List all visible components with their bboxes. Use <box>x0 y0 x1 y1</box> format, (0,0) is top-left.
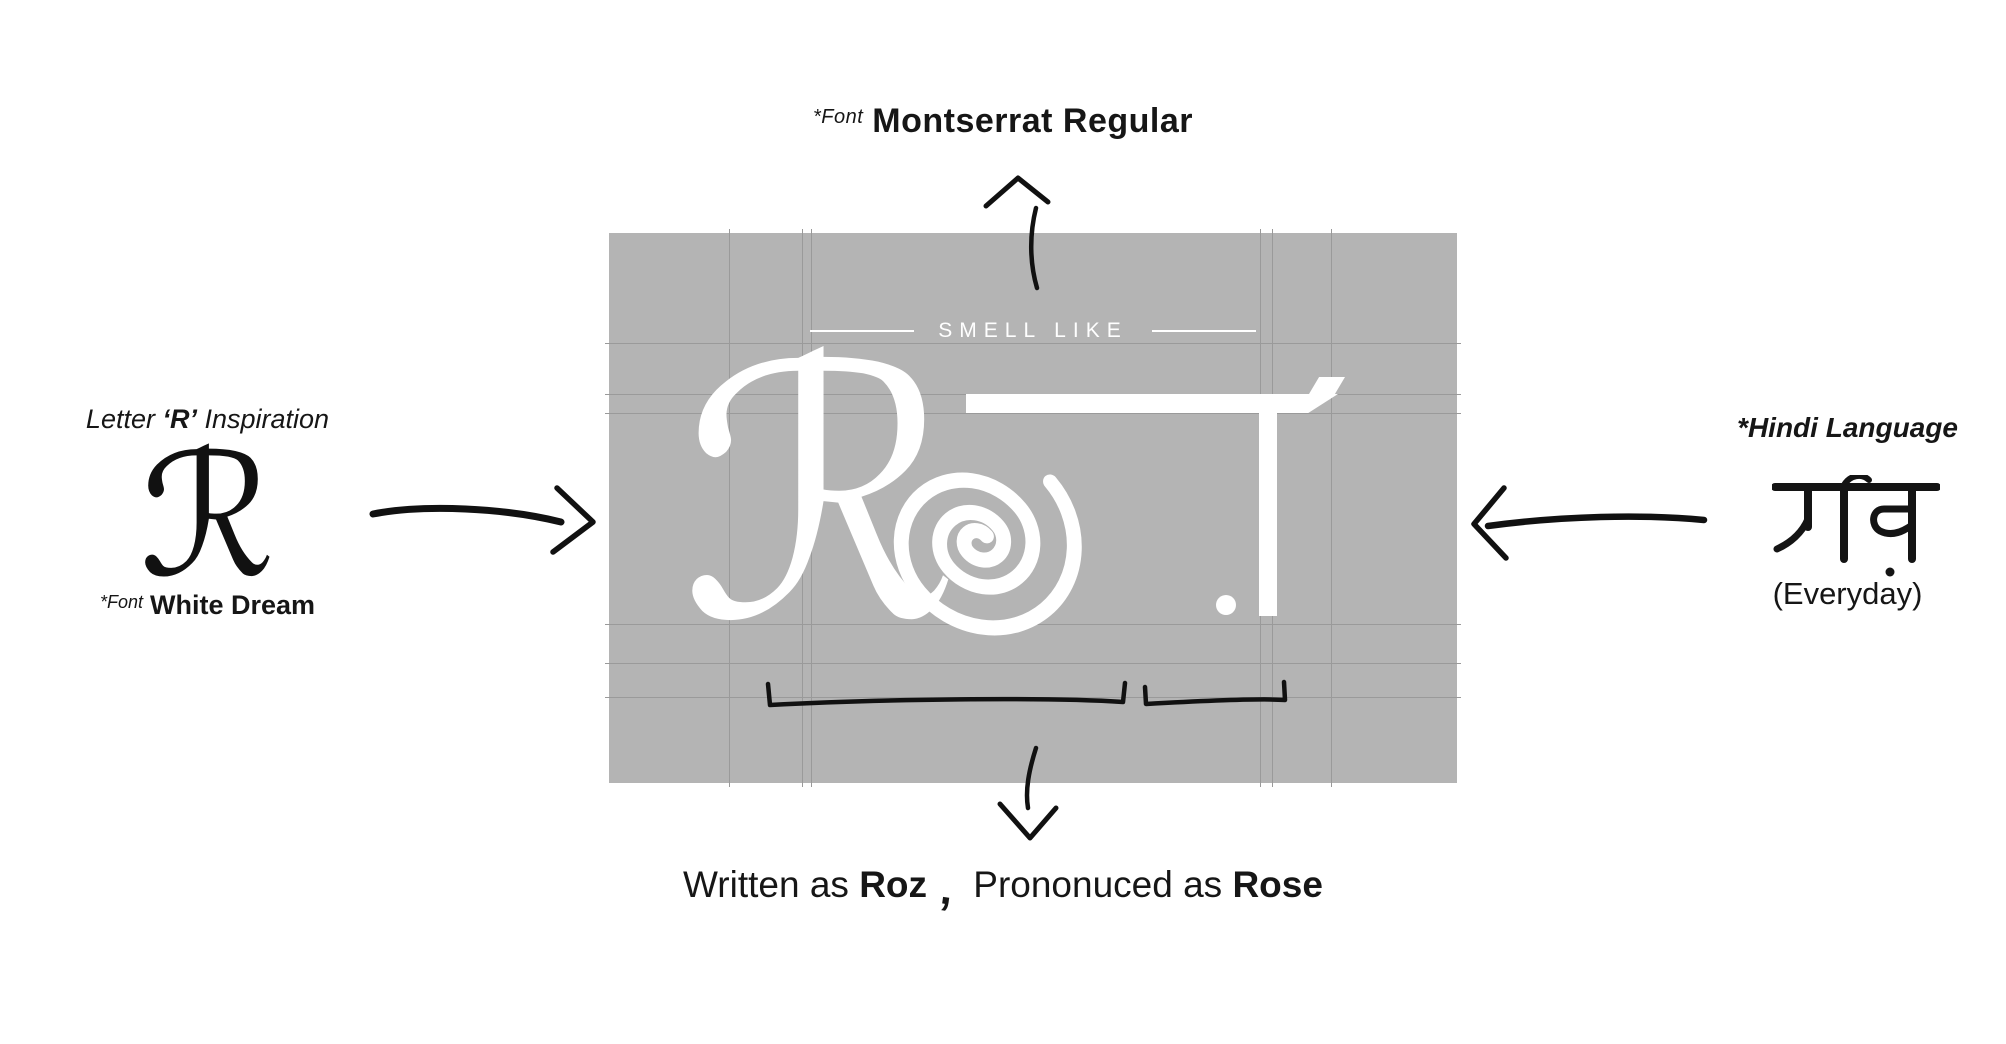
grid-line-horizontal <box>605 413 1461 414</box>
hindi-meaning: (Everyday) <box>1772 576 1923 611</box>
logo-headline-bar <box>966 394 1338 413</box>
letter-title-r: ‘R’ <box>162 404 197 434</box>
arrow-down-icon <box>997 745 1059 841</box>
logo-nukta-dot <box>1216 595 1236 615</box>
written-word: Roz <box>859 864 928 905</box>
pronounced-as-label: Prononuced as <box>973 864 1233 905</box>
arrow-left-icon <box>1471 485 1708 561</box>
grid-line-vertical <box>802 229 803 787</box>
letter-inspiration-title: Letter ‘R’ Inspiration <box>65 404 350 435</box>
hand-comma: , <box>937 864 957 915</box>
logo-grid-panel: SMELL LIKE ℛ <box>605 229 1461 787</box>
logo-vertical-stem <box>1259 394 1277 616</box>
font-annotation-top: *Font Montserrat Regular <box>0 102 2006 141</box>
font-name-top: Montserrat Regular <box>872 102 1194 140</box>
inspiration-script-letter: ℛ <box>139 418 276 616</box>
grid-line-vertical <box>1331 229 1332 787</box>
grid-line-horizontal <box>605 343 1461 344</box>
tagline-rule-left <box>810 329 915 333</box>
pronounced-word: Rose <box>1232 864 1323 905</box>
letter-title-post: Inspiration <box>196 404 330 434</box>
pronunciation-note: Written as Roz, Prononuced as Rose <box>0 858 2006 915</box>
font-name-left: White Dream <box>149 590 316 620</box>
hindi-word-roz <box>1772 475 1940 577</box>
grid-line-vertical <box>811 229 812 787</box>
tagline-text: SMELL LIKE <box>938 319 1128 342</box>
grid-line-vertical <box>729 229 730 787</box>
tagline-rule-right <box>1151 329 1256 333</box>
written-as-label: Written as <box>683 864 860 905</box>
grid-line-horizontal <box>605 663 1461 664</box>
arrow-up-icon <box>983 175 1051 291</box>
font-prefix-top: *Font <box>812 106 864 128</box>
hindi-annotation-title: *Hindi Language <box>1737 412 1958 443</box>
font-prefix-left: *Font <box>99 592 143 612</box>
logo-headline-serif <box>1309 377 1345 394</box>
tagline-row: SMELL LIKE <box>609 319 1457 343</box>
font-annotation-left: *Font White Dream <box>65 590 350 621</box>
logo-spiral-o-icon <box>893 472 1082 636</box>
underline-brackets-icon <box>765 679 1288 708</box>
arrow-right-icon <box>369 485 596 555</box>
letter-title-pre: Letter <box>85 404 163 434</box>
